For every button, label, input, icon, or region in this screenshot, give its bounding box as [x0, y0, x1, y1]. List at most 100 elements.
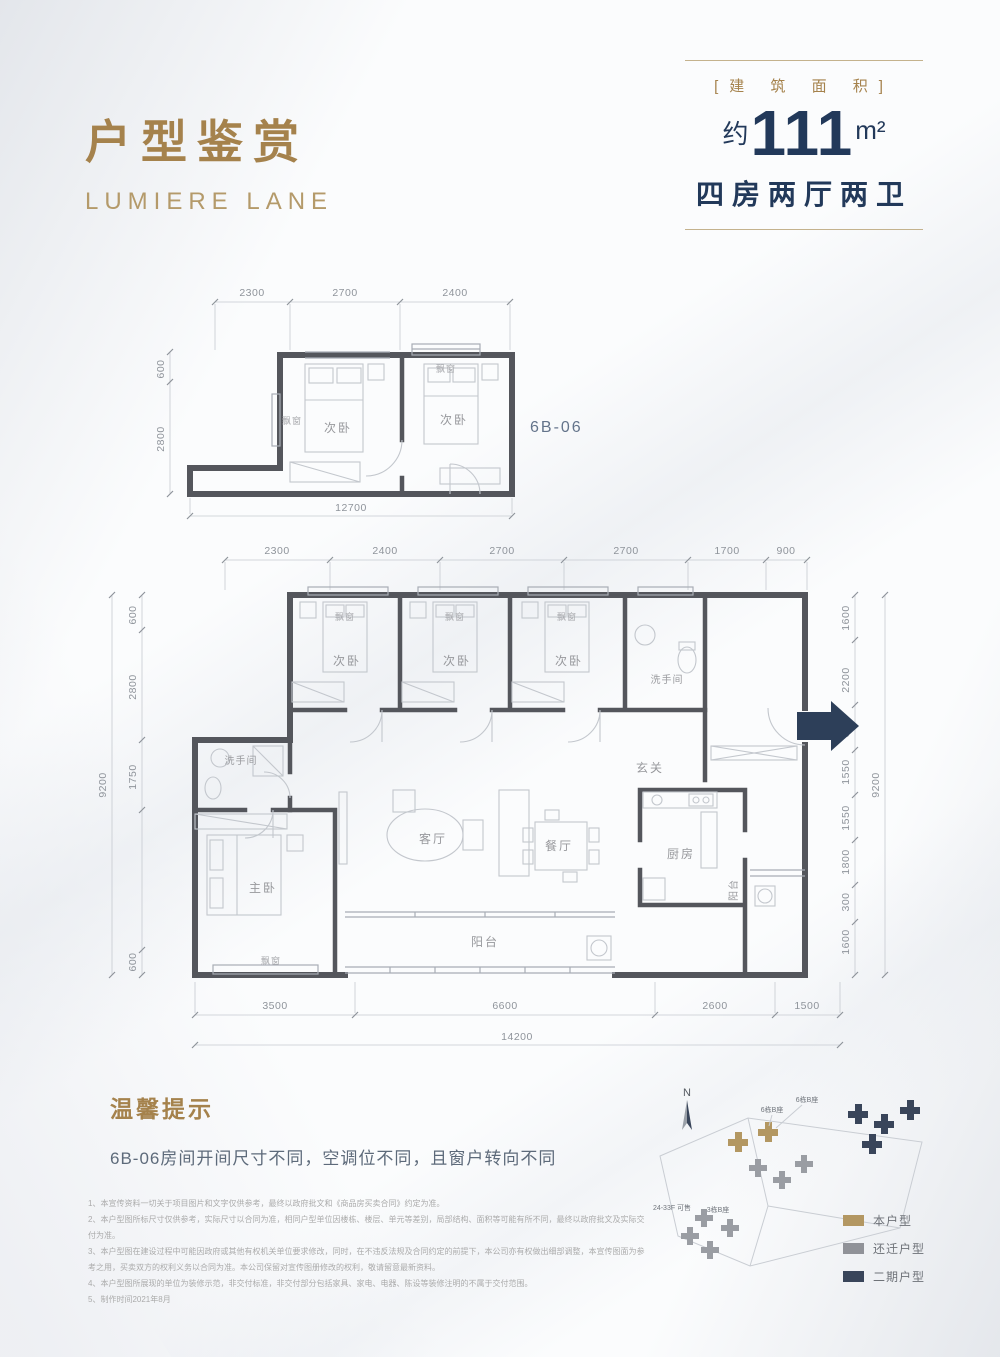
building-phase2 [874, 1114, 894, 1134]
site-buildings [681, 1100, 920, 1259]
main-floor-plan: 2300 2400 2700 2700 1700 900 600 2800 17… [97, 545, 889, 1049]
dim-label: 2300 [239, 287, 264, 299]
area-unit: m² [855, 115, 886, 145]
site-roads [659, 1117, 923, 1267]
dim-label: 2300 [264, 545, 289, 557]
tips-text: 6B-06房间开间尺寸不同，空调位不同，且窗户转向不同 [110, 1149, 557, 1168]
main-plan-bottom-dims: 3500 6600 2600 1500 14200 [191, 982, 844, 1049]
small-plan-left-dims: 600 2800 [155, 348, 174, 498]
site-map: N 6栋B座 [653, 1087, 923, 1267]
dim-label: 12700 [335, 502, 367, 514]
disclaimer-line: 1、本宣传资料一切关于项目图片和文字仅供参考，最终以政府批文和《商品房买卖合同》… [88, 1199, 445, 1208]
doors [244, 707, 806, 839]
dim-label: 2800 [155, 426, 167, 451]
room-label: 厨房 [667, 846, 695, 861]
dim-label: 2800 [127, 674, 139, 699]
disclaimer-line: 4、本户型图所展现的单位为装修示范，非交付标准，非交付部分包括家具、家电、电器、… [88, 1279, 533, 1288]
room-label: 餐厅 [545, 838, 573, 853]
dim-label: 3500 [262, 1000, 287, 1012]
area-badge: [建 筑 面 积] 约111m² 四房两厅两卫 [685, 60, 923, 231]
building-relocation [695, 1209, 713, 1227]
area-value-line: 约111m² [685, 97, 923, 169]
dim-label: 2600 [702, 1000, 727, 1012]
site-building-tags: 6栋B座 6栋B座 3栋B座 24-33F 可售 [653, 1095, 818, 1214]
legend-label: 还迁户型 [873, 1242, 926, 1256]
building-phase2 [848, 1104, 868, 1124]
furniture [194, 601, 798, 961]
dim-label: 900 [776, 545, 795, 557]
furniture [289, 363, 501, 495]
dim-label: 2700 [613, 545, 638, 557]
legend-swatch-phase2 [843, 1271, 864, 1282]
legend-item: 本户型 [843, 1212, 925, 1229]
building-relocation [795, 1155, 813, 1173]
legend-label: 二期户型 [873, 1270, 926, 1284]
entrance-arrow-icon [797, 701, 859, 751]
legend-label: 本户型 [873, 1214, 913, 1228]
dim-label: 600 [155, 359, 167, 378]
divider-line [685, 60, 923, 61]
bay-windows [212, 586, 805, 975]
page-subtitle: LUMIERE LANE [85, 188, 334, 215]
dim-label: 1500 [794, 1000, 819, 1012]
tips-section: 温馨提示 6B-06房间开间尺寸不同，空调位不同，且窗户转向不同 [110, 1090, 556, 1169]
dim-label: 600 [127, 605, 139, 624]
dim-label: 2200 [840, 667, 852, 692]
dim-label: 2400 [372, 545, 397, 557]
room-label: 洗手间 [225, 754, 258, 767]
small-plan-bottom-dims: 12700 [186, 498, 516, 520]
disclaimers: 1、本宣传资料一切关于项目图片和文字仅供参考，最终以政府批文和《商品房买卖合同》… [88, 1196, 648, 1308]
legend-item: 还迁户型 [843, 1240, 925, 1257]
room-label: 次卧 [440, 413, 468, 427]
dim-label: 1600 [840, 929, 852, 954]
area-approx: 约 [722, 119, 749, 149]
dim-label-total: 9200 [97, 772, 109, 797]
walls [187, 352, 515, 497]
building-this-unit [758, 1122, 778, 1142]
compass-icon: N [682, 1087, 692, 1130]
legend-swatch-relocation [843, 1243, 864, 1254]
room-label: 玄关 [636, 760, 664, 775]
dim-label: 1600 [840, 605, 852, 630]
building-tag: 3栋B座 [707, 1205, 730, 1214]
room-label: 主卧 [249, 881, 277, 895]
room-label: 次卧 [443, 654, 471, 668]
room-label: 飘窗 [282, 415, 302, 426]
building-relocation [681, 1227, 699, 1245]
dim-label: 2700 [332, 287, 357, 299]
room-label: 次卧 [555, 654, 583, 668]
room-label: 阳台 [727, 879, 740, 901]
dim-label-total: 9200 [870, 772, 882, 797]
tips-heading: 温馨提示 [110, 1096, 214, 1122]
room-label: 阳台 [471, 934, 499, 949]
dim-label-total: 14200 [501, 1031, 533, 1043]
legend-swatch-this-unit [843, 1215, 864, 1226]
page-title: 户型鉴赏 [85, 116, 309, 168]
building-this-unit [728, 1132, 748, 1152]
dim-label: 300 [840, 892, 852, 911]
north-label: N [683, 1087, 691, 1099]
disclaimer-line: 2、本户型图所标尺寸仅供参考，实际尺寸以合同为准，相同户型单位因楼栋、楼层、单元… [88, 1215, 645, 1240]
divider-line [685, 229, 923, 231]
main-plan-top-dims: 2300 2400 2700 2700 1700 900 [221, 545, 811, 590]
room-label: 飘窗 [436, 363, 456, 374]
dim-label: 1700 [714, 545, 739, 557]
building-relocation [773, 1171, 791, 1189]
room-label: 飘窗 [445, 611, 465, 622]
main-plan-right-dims: 1600 2200 600 1550 1550 1800 300 1600 92… [840, 591, 889, 979]
title-block: 户型鉴赏 LUMIERE LANE [85, 106, 333, 216]
room-config: 四房两厅两卫 [695, 179, 912, 211]
disclaimer-line: 3、本户型图在建设过程中可能因政府或其他有权机关单位要求修改，同时，在不违反法规… [88, 1247, 645, 1272]
building-relocation [749, 1159, 767, 1177]
room-label: 客厅 [419, 831, 447, 846]
disclaimer-line: 5、制作时间2021年8月 [88, 1295, 171, 1304]
building-relocation [721, 1219, 739, 1237]
room-label: 次卧 [333, 654, 361, 668]
dim-label: 1750 [127, 764, 139, 789]
building-phase2 [862, 1134, 882, 1154]
building-relocation [701, 1241, 719, 1259]
area-value: 111 [750, 97, 854, 169]
unit-label: 6B-06 [530, 419, 583, 436]
dim-label: 2400 [442, 287, 467, 299]
